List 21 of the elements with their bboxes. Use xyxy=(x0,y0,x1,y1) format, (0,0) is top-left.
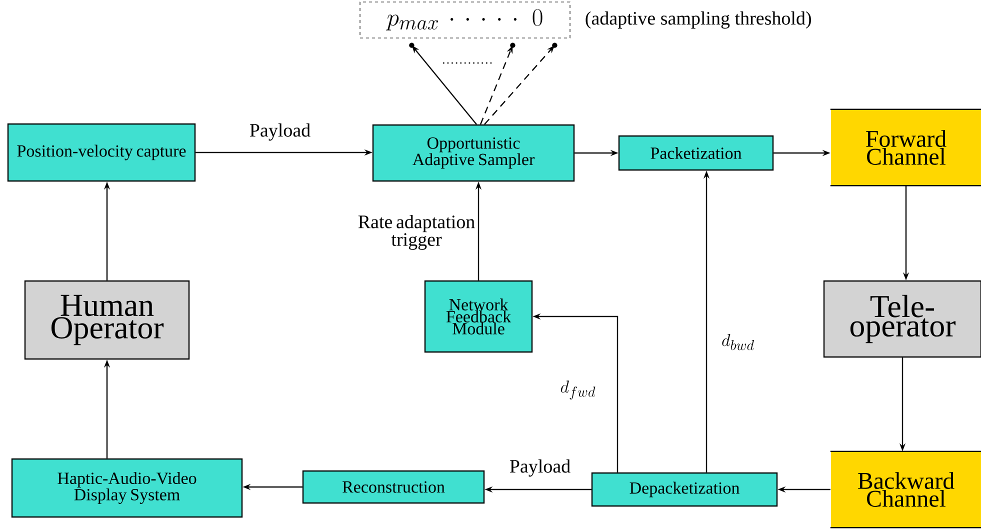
edge-label: $d_{bwd}$ xyxy=(722,334,754,350)
process-box: Packetization xyxy=(618,135,774,171)
process-box: Depacketization xyxy=(591,472,778,507)
process-box: Reconstruction xyxy=(302,470,485,504)
edge-label: Payload xyxy=(510,459,570,477)
process-box: Network Feedback Module xyxy=(424,280,533,353)
process-box: Haptic-Audio-Video Display System xyxy=(11,458,243,518)
arrow xyxy=(409,42,477,125)
arrow xyxy=(480,42,516,125)
process-box: Opportunistic Adaptive Sampler xyxy=(372,124,575,182)
threshold-box: $p_{max}\cdot\cdot\cdot\cdot\cdot\, 0$ xyxy=(360,2,570,38)
process-box: Position-velocity capture xyxy=(7,123,196,182)
edge-label: $d_{fwd}$ xyxy=(560,380,596,400)
edge-label: Rate adaptation trigger xyxy=(358,214,475,250)
arrow xyxy=(484,42,558,125)
channel-box: Backward Channel xyxy=(830,450,981,528)
edge-label: Payload xyxy=(250,123,310,141)
channel-box: Forward Channel xyxy=(830,108,981,186)
process-box: Tele-operator xyxy=(823,280,981,358)
note-text: (adaptive sampling threshold) xyxy=(586,11,811,29)
process-box: Human Operator xyxy=(24,280,190,360)
